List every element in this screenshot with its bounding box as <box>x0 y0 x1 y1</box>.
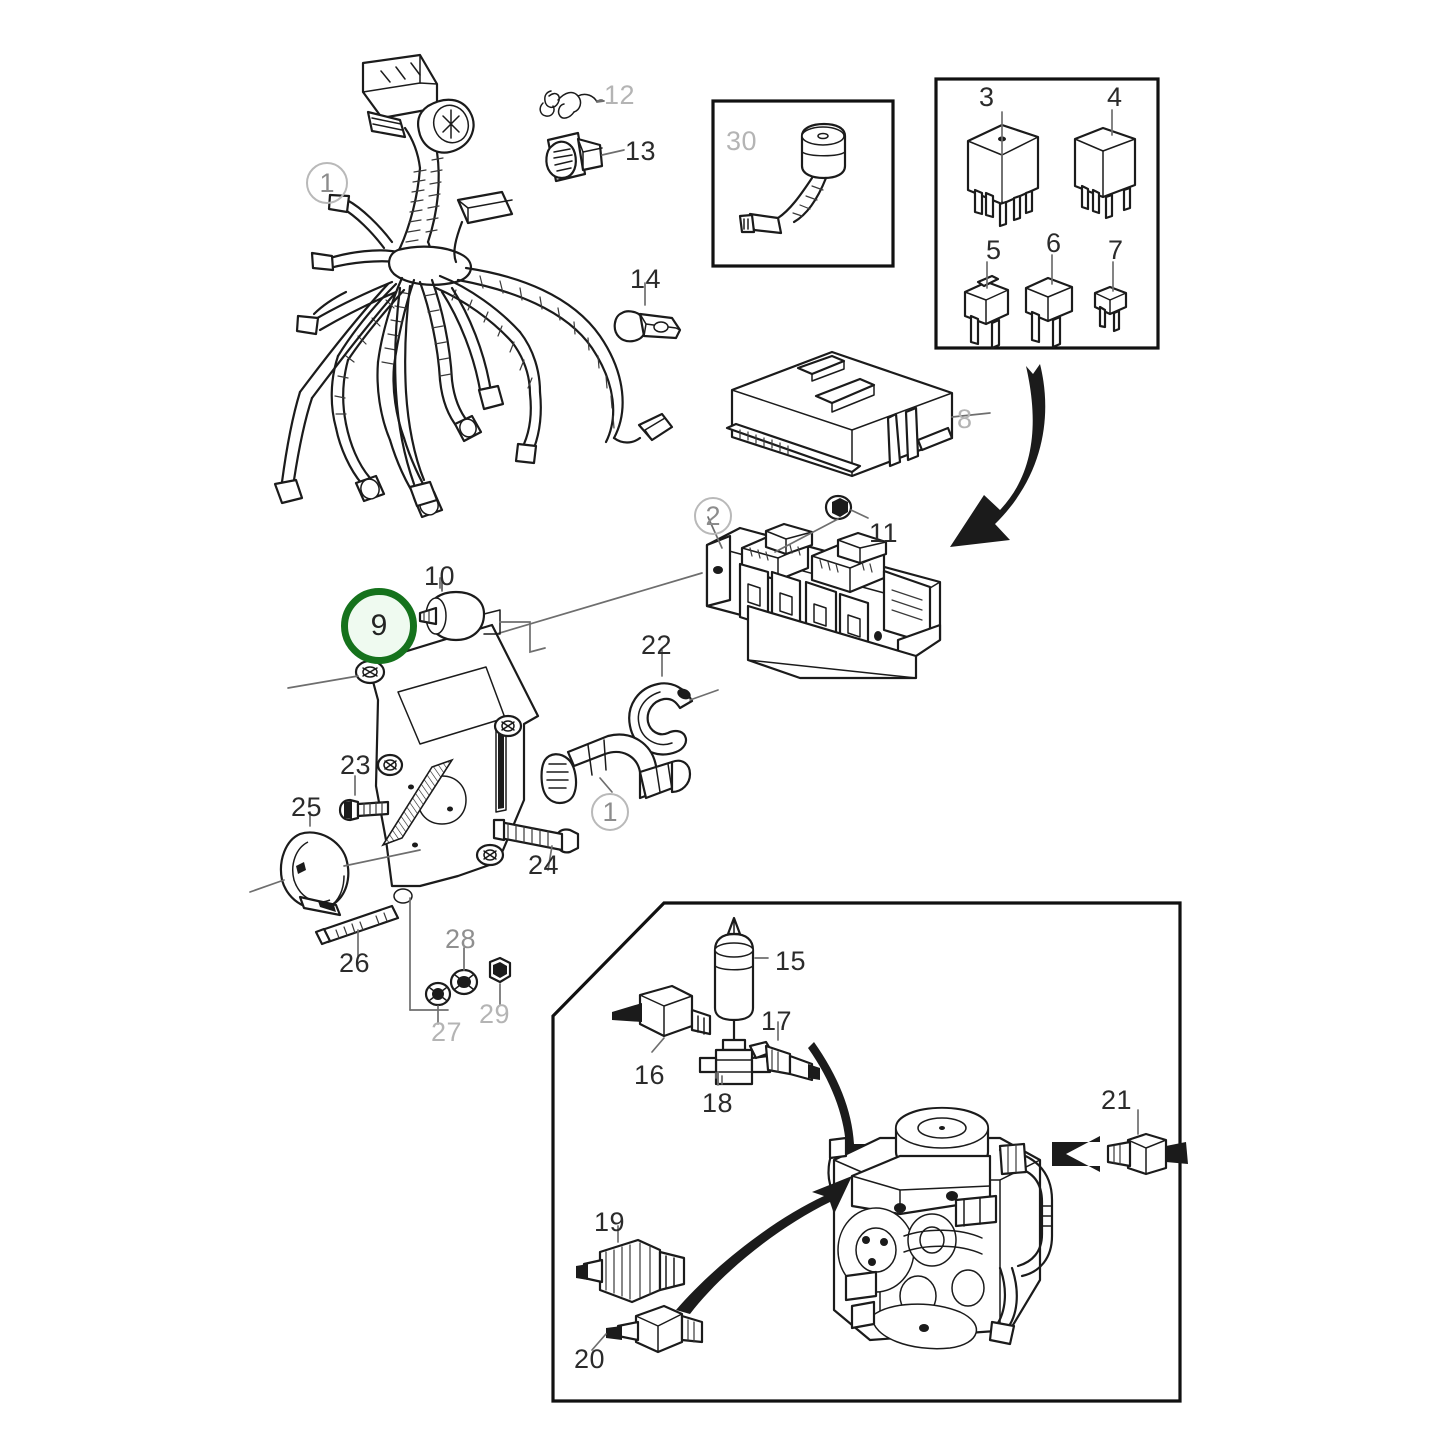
bracket-eyelet-top-left <box>354 659 386 685</box>
hose-clamp-25-illustration <box>249 811 421 917</box>
relay-4-illustration <box>1073 109 1137 220</box>
washer-28-illustration <box>449 947 479 996</box>
relay-3-illustration <box>966 111 1040 228</box>
temp-sender-19-illustration <box>576 1225 686 1304</box>
callout-label-22: 22 <box>641 630 673 660</box>
callout-circle-1-connector[interactable]: 1 <box>591 793 629 831</box>
callout-circle-1-harness[interactable]: 1 <box>306 162 348 204</box>
bracket-14-illustration <box>613 282 682 343</box>
fusebox-cover-8-illustration <box>725 350 991 478</box>
grommet-10-illustration <box>418 577 546 654</box>
c-clip-22-illustration <box>628 649 719 756</box>
callout-label-25: 25 <box>291 792 323 822</box>
callout-label-13: 13 <box>625 136 657 166</box>
bracket-eyelet-bottom <box>475 843 505 867</box>
callout-label-18: 18 <box>702 1088 734 1118</box>
callout-label-30: 30 <box>726 126 758 156</box>
harness-connector-1b-illustration <box>540 733 692 804</box>
callout-label-28: 28 <box>445 924 477 954</box>
fuse-5-illustration <box>963 261 1010 350</box>
callout-label-3: 3 <box>979 82 995 112</box>
temp-sensor-21-illustration <box>1052 1109 1188 1176</box>
sensor-30-illustration <box>738 122 847 235</box>
engine-block-illustration <box>827 1106 1054 1350</box>
temp-switch-20-illustration <box>591 1304 704 1354</box>
filter-15-illustration <box>713 916 769 1042</box>
wiring-harness-illustration <box>273 53 674 519</box>
arrow-sender-to-engine <box>808 1042 866 1172</box>
fuse-6-illustration <box>1024 254 1074 349</box>
screw-23-illustration <box>338 775 390 822</box>
callout-label-26: 26 <box>339 948 371 978</box>
fuse-7-illustration <box>1093 261 1128 333</box>
sender-17-illustration <box>748 1021 820 1082</box>
callout-label-23: 23 <box>340 750 372 780</box>
callout-label-15: 15 <box>775 946 807 976</box>
callout-label-16: 16 <box>634 1060 666 1090</box>
bracket-eyelet-top-right <box>493 714 523 738</box>
callout-label-4: 4 <box>1107 82 1123 112</box>
pressure-sensor-16-illustration <box>612 984 712 1053</box>
nut-29-illustration <box>488 956 512 1005</box>
callout-label-20: 20 <box>574 1344 606 1374</box>
mounting-bracket-9-illustration <box>287 623 540 1011</box>
washer-27-illustration <box>424 981 452 1025</box>
callout-label-10: 10 <box>424 561 456 591</box>
callout-label-27: 27 <box>431 1017 463 1047</box>
arrow-relays-to-panel <box>950 364 1046 547</box>
callout-label-5: 5 <box>986 235 1002 265</box>
connector-13-illustration <box>545 131 625 183</box>
clip-12-illustration <box>539 90 605 119</box>
bracket-eyelet-mid-left <box>376 753 404 777</box>
callout-label-14: 14 <box>630 264 662 294</box>
callout-label-17: 17 <box>761 1006 793 1036</box>
stud-bolt-26-illustration <box>314 904 400 959</box>
callout-label-12: 12 <box>604 80 636 110</box>
callout-circle-2-fuse-panel[interactable]: 2 <box>694 497 732 535</box>
callout-label-6: 6 <box>1046 228 1062 258</box>
fuse-panel-2-illustration <box>367 494 942 680</box>
arrow-sensor-to-engine <box>676 1176 852 1314</box>
callout-label-7: 7 <box>1108 235 1124 265</box>
callout-label-24: 24 <box>528 850 560 880</box>
callout-label-11: 11 <box>869 518 899 548</box>
callout-label-8: 8 <box>957 404 973 434</box>
callout-circle-9-bracket-selected[interactable]: 9 <box>341 588 417 664</box>
bolt-24-illustration <box>492 818 580 871</box>
callout-label-21: 21 <box>1101 1085 1133 1115</box>
callout-label-29: 29 <box>479 999 511 1029</box>
callout-label-19: 19 <box>594 1207 626 1237</box>
